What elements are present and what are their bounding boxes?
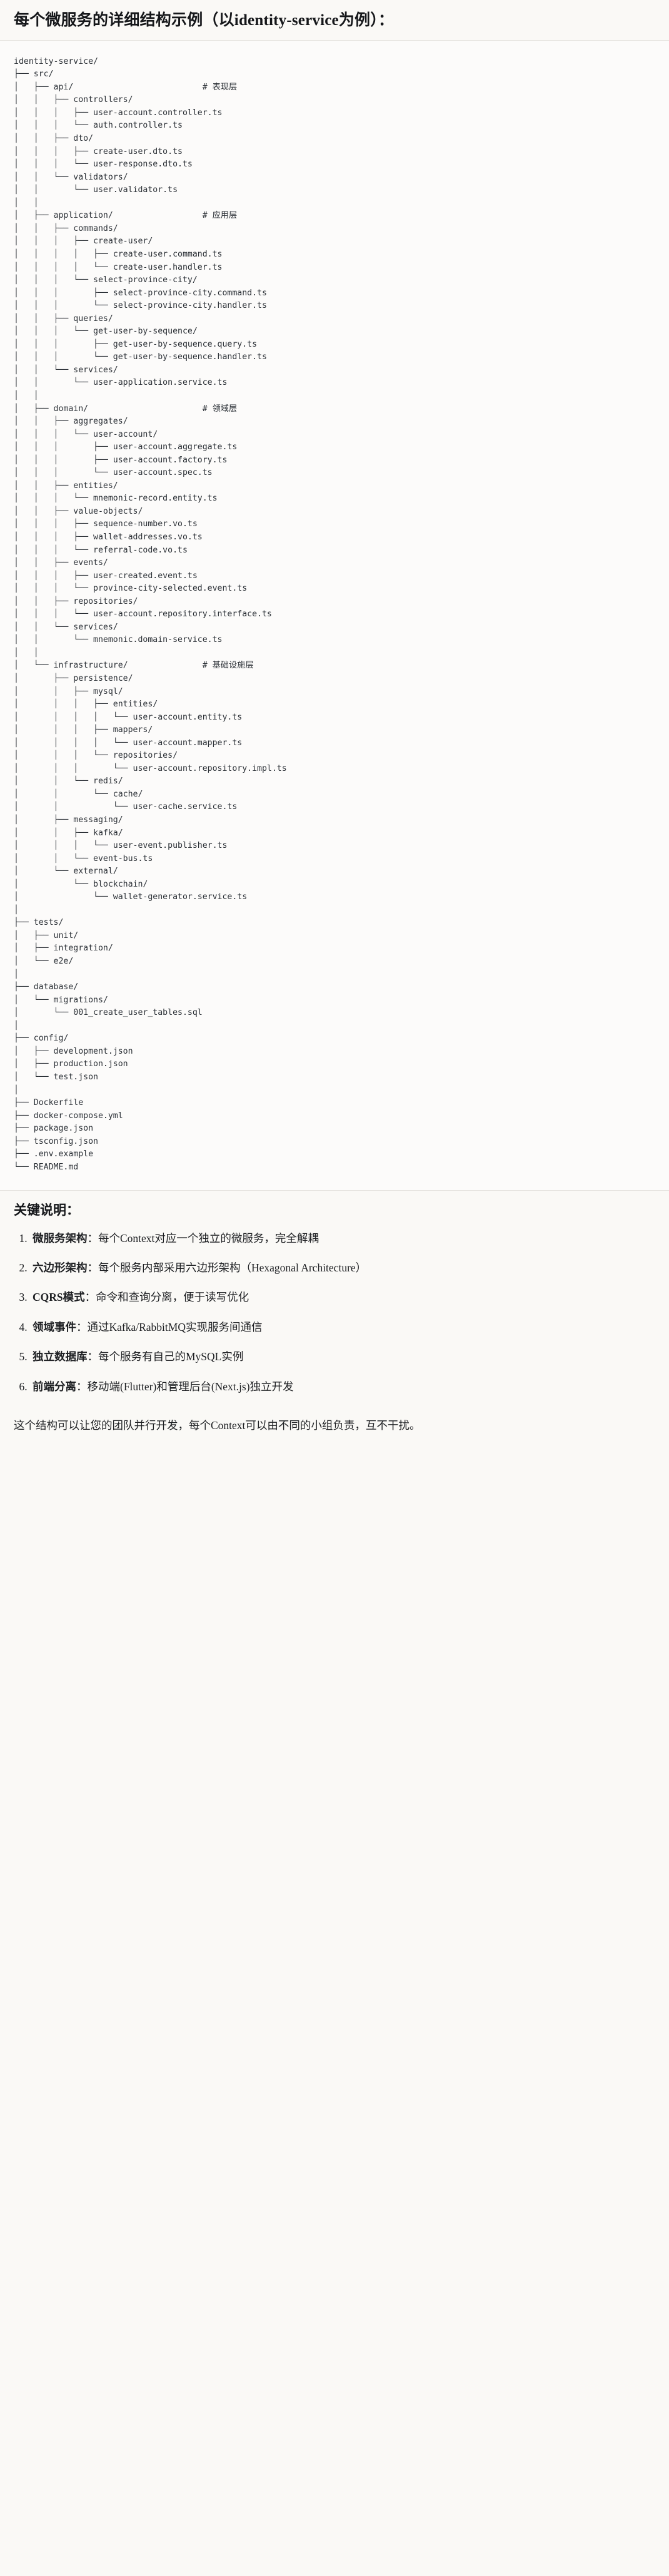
list-item: 六边形架构：每个服务内部采用六边形架构（Hexagonal Architectu… — [30, 1260, 655, 1276]
key-point-separator: ： — [87, 1261, 99, 1274]
key-point-separator: ： — [76, 1380, 88, 1393]
heading-divider — [0, 39, 669, 41]
page-title: 每个微服务的详细结构示例（以identity-service为例）： — [14, 12, 395, 29]
key-points-section: 关键说明： 微服务架构：每个Context对应一个独立的微服务，完全解耦 六边形… — [0, 1191, 669, 1413]
key-point-description: 通过Kafka/RabbitMQ实现服务间通信 — [87, 1320, 263, 1333]
key-points-title: 关键说明： — [14, 1203, 79, 1218]
directory-tree: identity-service/ ├── src/ │ ├── api/ # … — [14, 56, 287, 1172]
key-points-list: 微服务架构：每个Context对应一个独立的微服务，完全解耦 六边形架构：每个服… — [14, 1231, 655, 1395]
list-item: 前端分离：移动端(Flutter)和管理后台(Next.js)独立开发 — [30, 1379, 655, 1395]
key-point-description: 移动端(Flutter)和管理后台(Next.js)独立开发 — [87, 1380, 294, 1393]
list-item: CQRS模式：命令和查询分离，便于读写优化 — [30, 1290, 655, 1305]
key-point-separator: ： — [76, 1320, 88, 1333]
key-point-term: 六边形架构 — [33, 1261, 88, 1274]
document-page: 每个微服务的详细结构示例（以identity-service为例）： ident… — [0, 0, 669, 1450]
list-item: 领域事件：通过Kafka/RabbitMQ实现服务间通信 — [30, 1320, 655, 1335]
key-point-separator: ： — [84, 1291, 96, 1304]
key-point-term: 微服务架构 — [33, 1231, 88, 1245]
key-point-separator: ： — [87, 1350, 99, 1363]
key-point-term: 领域事件 — [33, 1320, 76, 1333]
directory-tree-block: identity-service/ ├── src/ │ ├── api/ # … — [0, 40, 669, 1191]
key-point-description: 每个服务内部采用六边形架构（Hexagonal Architecture） — [98, 1261, 367, 1274]
key-point-term: CQRS模式 — [33, 1291, 85, 1304]
list-item: 微服务架构：每个Context对应一个独立的微服务，完全解耦 — [30, 1231, 655, 1246]
list-item: 独立数据库：每个服务有自己的MySQL实例 — [30, 1349, 655, 1365]
key-point-description: 每个服务有自己的MySQL实例 — [98, 1350, 244, 1363]
closing-paragraph: 这个结构可以让您的团队并行开发，每个Context可以由不同的小组负责，互不干扰… — [14, 1418, 421, 1432]
key-point-separator: ： — [87, 1231, 99, 1245]
key-point-description: 命令和查询分离，便于读写优化 — [96, 1291, 249, 1304]
key-point-description: 每个Context对应一个独立的微服务，完全解耦 — [98, 1231, 319, 1245]
key-point-term: 独立数据库 — [33, 1350, 88, 1363]
key-point-term: 前端分离 — [33, 1380, 76, 1393]
tree-divider — [0, 1190, 669, 1191]
